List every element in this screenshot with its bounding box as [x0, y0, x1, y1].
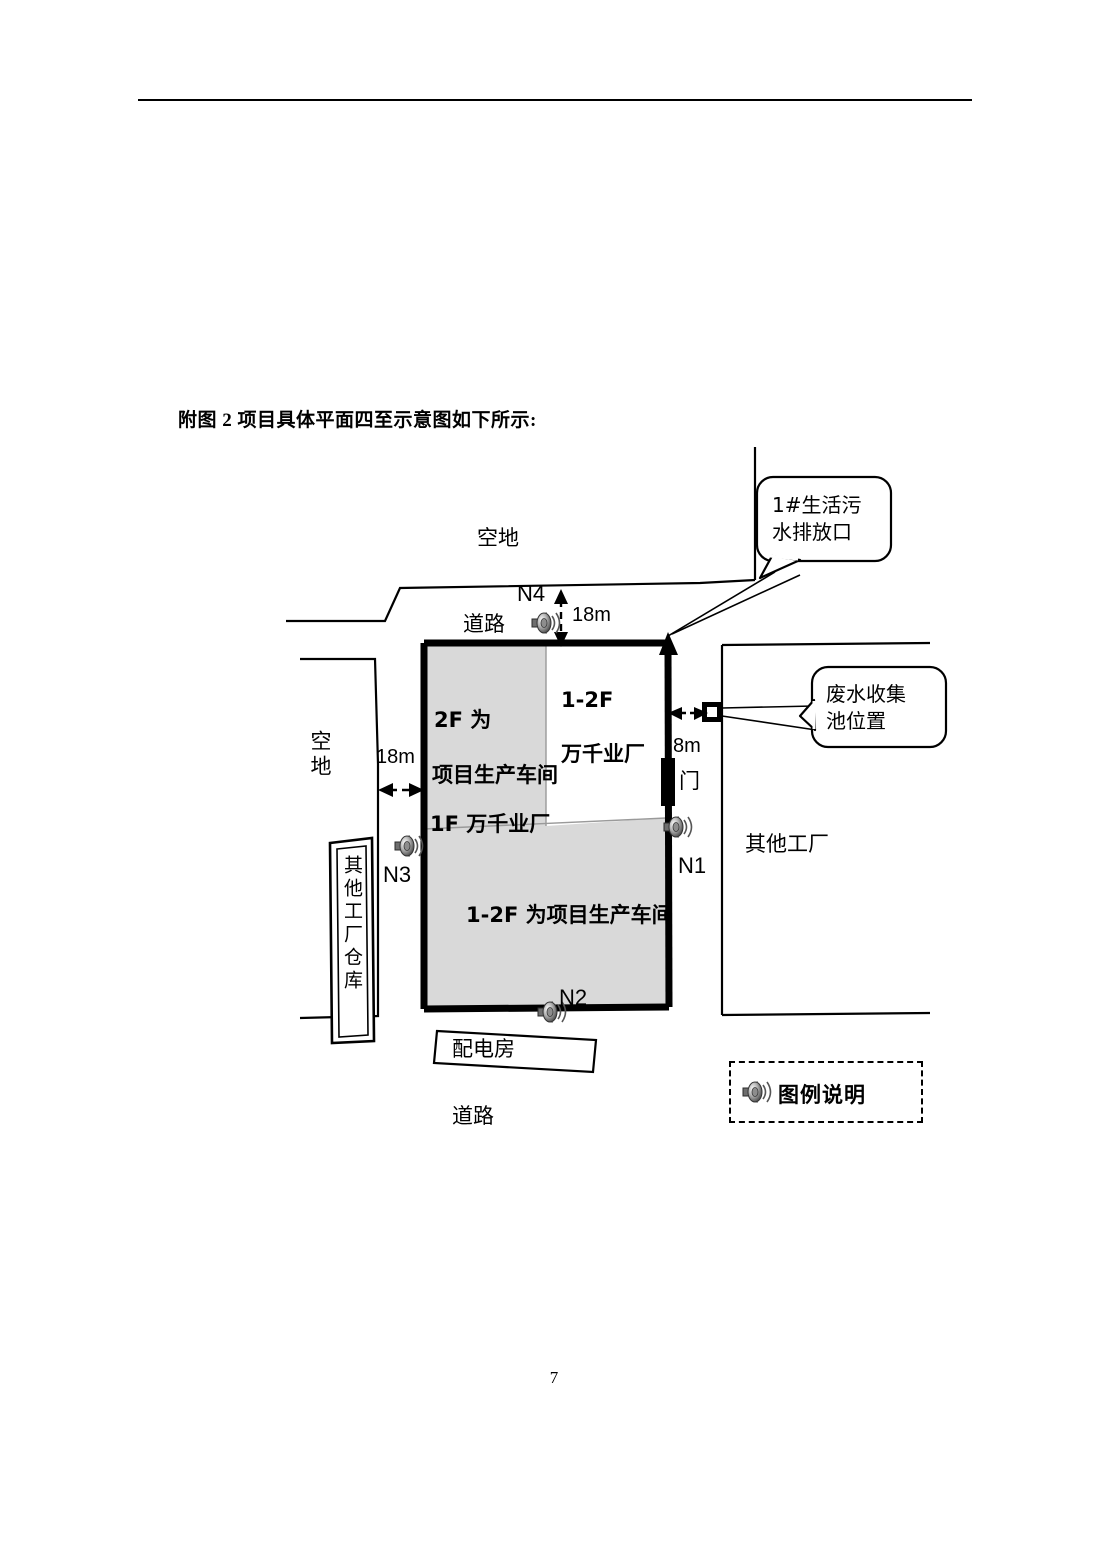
header-rule	[138, 99, 972, 101]
label-road-bottom: 道路	[452, 1104, 494, 1128]
label-vacant-land-left: 空地	[308, 730, 332, 780]
dimension-west-18m	[378, 783, 424, 797]
figure-caption: 附图 2 项目具体平面四至示意图如下所示:	[178, 410, 537, 431]
building-internal-dividers	[423, 646, 667, 830]
power-room-box	[432, 1029, 598, 1074]
dimension-label-east: 8m	[673, 735, 701, 757]
legend-box	[729, 1061, 923, 1123]
gate-marker	[661, 758, 675, 806]
label-zone-2f-line1: 2F 为	[434, 708, 492, 732]
dimension-label-north: 18m	[572, 604, 611, 626]
wastewater-pool-callout-shape	[798, 665, 948, 749]
label-vacant-land-top: 空地	[477, 526, 519, 550]
dimension-east-8m	[668, 707, 708, 720]
label-zone-2f-line2: 项目生产车间	[432, 763, 558, 787]
speaker-icon-n4	[529, 608, 563, 638]
warehouse-outline	[328, 836, 376, 1045]
sewage-outlet-marker	[659, 632, 678, 655]
label-zone-12f-line1: 1-2F	[561, 688, 614, 712]
label-other-factory-warehouse: 其他工厂仓库	[341, 855, 363, 993]
label-noise-point-n3: N3	[383, 862, 412, 887]
label-gate: 门	[679, 769, 700, 793]
callout-leaders	[667, 571, 817, 731]
speaker-icon-n2	[535, 997, 569, 1027]
callout-sewage-outlet-text: 1#生活污 水排放口	[772, 493, 862, 544]
label-other-factory: 其他工厂	[745, 832, 829, 856]
page-number: 7	[549, 1368, 559, 1387]
building-zone-lower-shaded	[424, 818, 669, 1009]
sewage-outlet-callout-shape	[755, 475, 893, 580]
label-zone-lower: 1-2F 为项目生产车间	[466, 903, 673, 927]
dimension-north-18m	[554, 589, 568, 647]
label-noise-point-n4: N4	[517, 581, 546, 606]
label-power-room: 配电房	[452, 1037, 515, 1061]
label-zone-1f: 1F 万千业厂	[430, 812, 551, 836]
parcel-boundaries	[286, 447, 931, 1020]
label-zone-12f-line2: 万千业厂	[561, 742, 645, 766]
legend-label: 图例说明	[778, 1083, 866, 1107]
callout-wastewater-pool-text: 废水收集 池位置	[826, 682, 906, 733]
speaker-icon-legend	[740, 1077, 774, 1107]
label-road-top: 道路	[463, 612, 505, 636]
dimension-label-west: 18m	[376, 746, 415, 768]
building-zone-upper-right-white	[546, 645, 668, 826]
building-zone-upper-left-shaded	[424, 645, 546, 829]
wastewater-pool-marker	[702, 702, 722, 722]
label-noise-point-n2: N2	[559, 985, 588, 1010]
speaker-icon-n3	[392, 831, 426, 861]
speaker-icon-n1	[661, 812, 695, 842]
label-noise-point-n1: N1	[678, 853, 707, 878]
